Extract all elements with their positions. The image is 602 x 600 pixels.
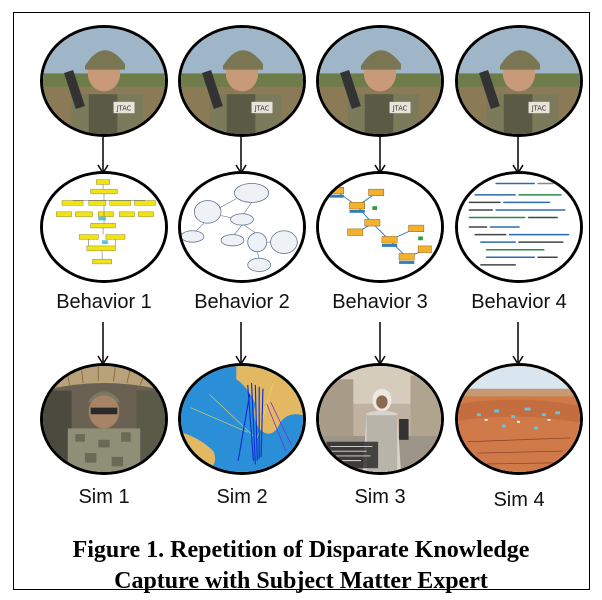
down-arrow-4b bbox=[512, 322, 524, 366]
down-arrow-4a bbox=[512, 137, 524, 175]
behavior-label-2: Behavior 2 bbox=[194, 291, 290, 313]
down-arrow-1a bbox=[97, 137, 109, 175]
behavior-label-1: Behavior 1 bbox=[56, 291, 152, 313]
sim-label-1: Sim 1 bbox=[78, 486, 130, 508]
caption-line-1: Figure 1. Repetition of Disparate Knowle… bbox=[72, 537, 530, 563]
caption-line-2: Capture with Subject Matter Expert bbox=[114, 568, 488, 594]
sim-label-3: Sim 3 bbox=[354, 486, 406, 508]
jtac-badge: JTAC bbox=[392, 104, 408, 112]
jtac-badge: JTAC bbox=[254, 104, 270, 112]
sme-photo-1: JTAC bbox=[40, 25, 168, 137]
sme-photo-4: JTAC bbox=[455, 25, 583, 137]
jtac-badge: JTAC bbox=[116, 104, 132, 112]
sme-photo-3: JTAC bbox=[316, 25, 444, 137]
down-arrow-3b bbox=[374, 322, 386, 366]
down-arrow-2a bbox=[235, 137, 247, 175]
behavior-diagram-1 bbox=[40, 171, 168, 283]
sim-label-4: Sim 4 bbox=[493, 489, 545, 511]
behavior-label-4: Behavior 4 bbox=[471, 291, 567, 313]
sme-photo-2: JTAC bbox=[178, 25, 306, 137]
sim-screenshot-3 bbox=[316, 363, 444, 475]
sim-screenshot-4 bbox=[455, 363, 583, 475]
down-arrow-3a bbox=[374, 137, 386, 175]
sim-screenshot-1 bbox=[40, 363, 168, 475]
behavior-diagram-3 bbox=[316, 171, 444, 283]
behavior-diagram-2 bbox=[178, 171, 306, 283]
sim-label-2: Sim 2 bbox=[216, 486, 268, 508]
behavior-label-3: Behavior 3 bbox=[332, 291, 428, 313]
behavior-code-4 bbox=[455, 171, 583, 283]
down-arrow-2b bbox=[235, 322, 247, 366]
figure-caption: Figure 1. Repetition of Disparate Knowle… bbox=[20, 535, 582, 597]
figure-border bbox=[13, 12, 590, 590]
jtac-badge: JTAC bbox=[531, 104, 547, 112]
sim-screenshot-2 bbox=[178, 363, 306, 475]
down-arrow-1b bbox=[97, 322, 109, 366]
